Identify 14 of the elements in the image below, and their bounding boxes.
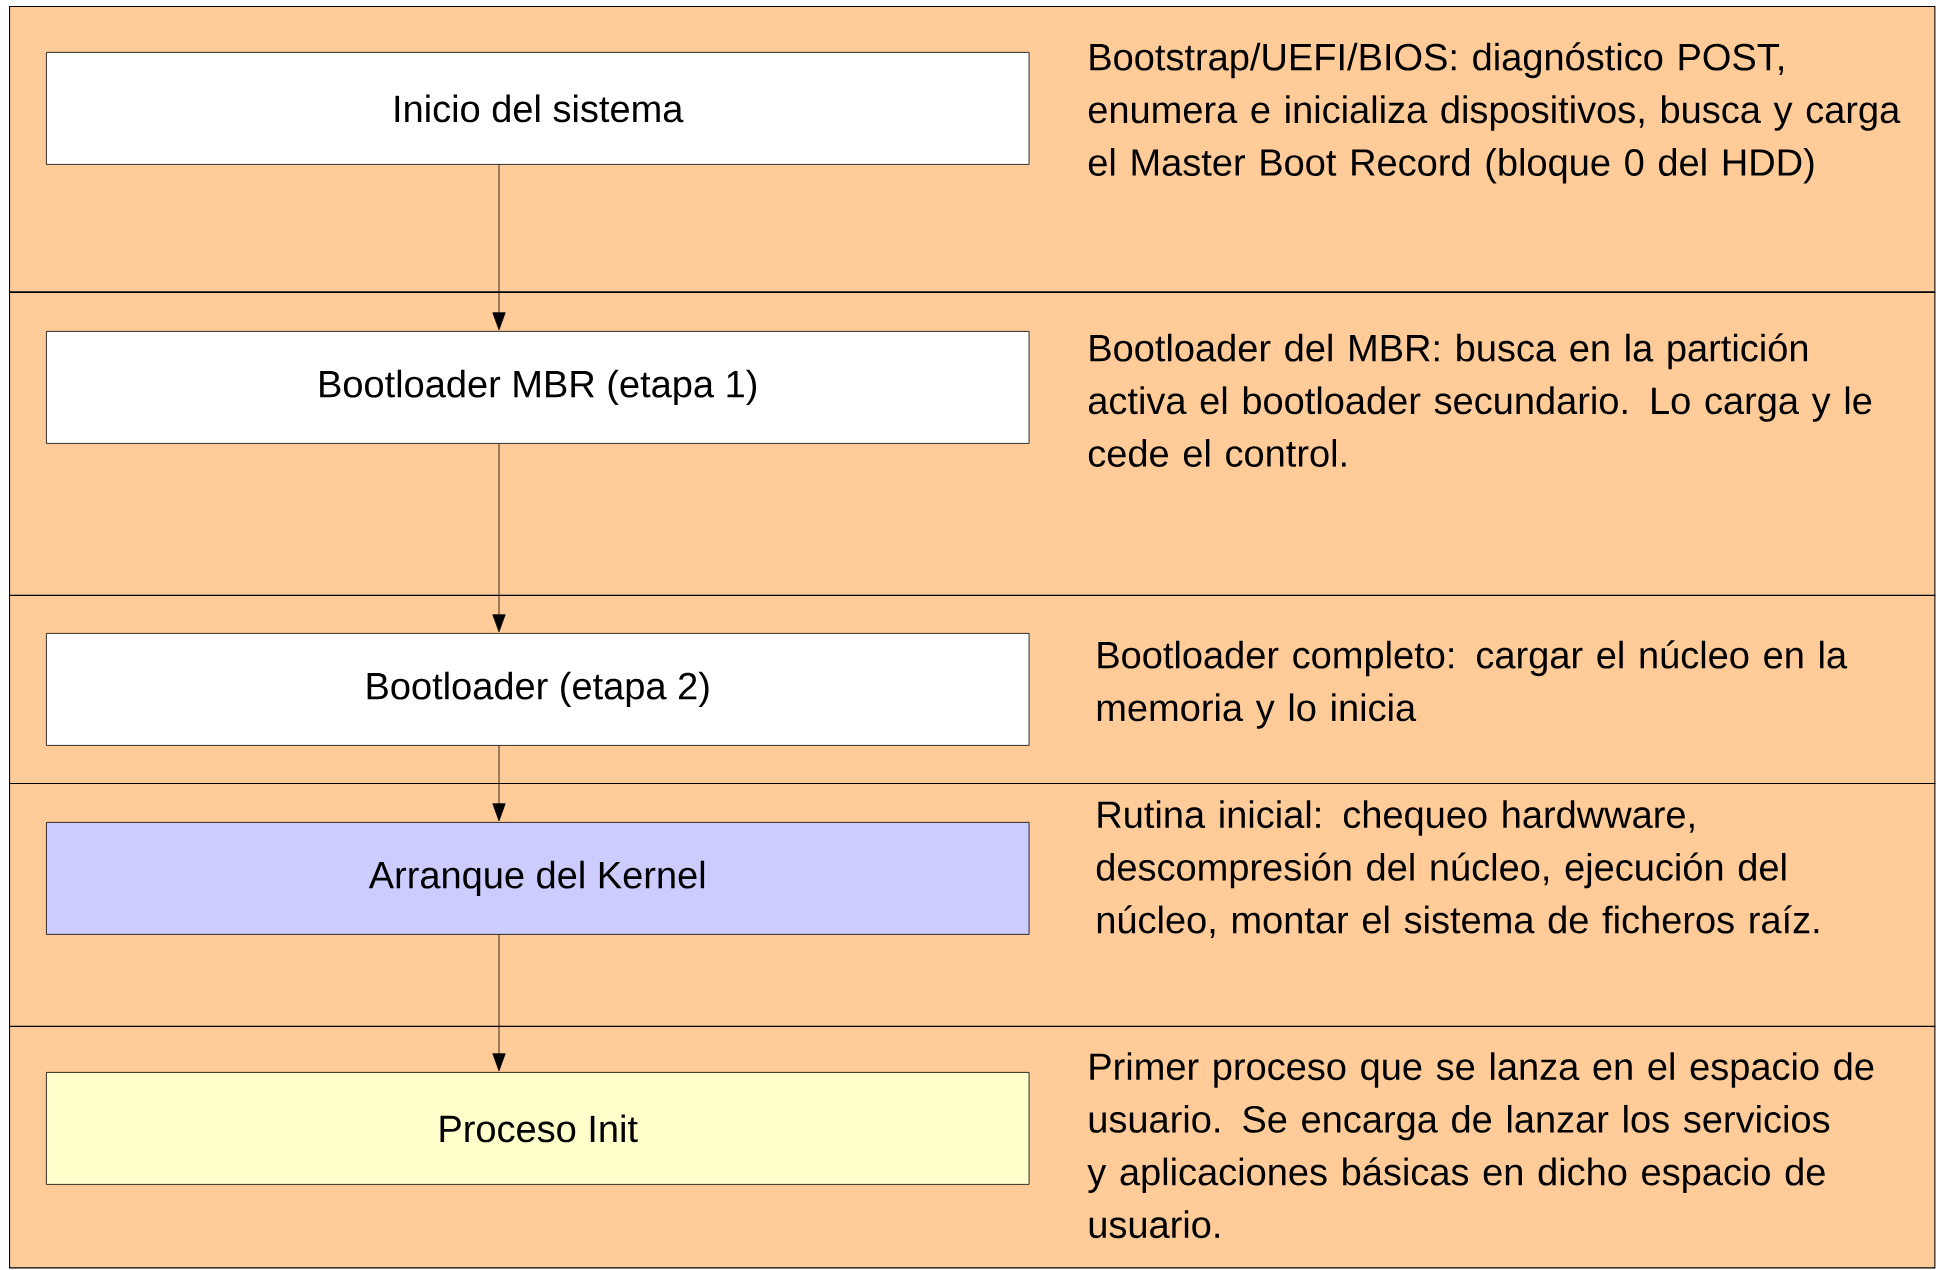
arrow [492, 934, 506, 1072]
description-text: Primer proceso que se lanza en el espacio de usuario. Se encarga de lanzar los servicios y aplicaciones básicas en dicho espacio de usuario. [1087, 1052, 1874, 1239]
description-text: Rutina inicial: chequeo hardwware, descompresión del núcleo, ejecución del núcleo, montar el sistema de ficheros raíz. [1096, 800, 1819, 938]
process-box: Bootloader MBR (etapa 1) [46, 331, 1030, 444]
arrow [492, 443, 506, 633]
arrow [492, 164, 506, 331]
process-box: Arranque del Kernel [46, 822, 1030, 935]
description-text: Bootloader completo: cargar el núcleo en la memoria y lo inicia [1097, 640, 1848, 729]
process-box: Bootloader (etapa 2) [46, 633, 1030, 746]
description-text: Bootloader del MBR: busca en la partición activa el bootloader secundario. Lo carga y le cede el control. [1088, 333, 1872, 467]
process-box: Inicio del sistema [46, 52, 1030, 165]
arrow [492, 745, 506, 822]
process-box: Proceso Init [46, 1072, 1030, 1185]
description-text: Bootstrap/UEFI/BIOS: diagnóstico POST, enumera e inicializa dispositivos, busca y carga el Master Boot Record (bloque 0 del HDD) [1088, 42, 1901, 184]
